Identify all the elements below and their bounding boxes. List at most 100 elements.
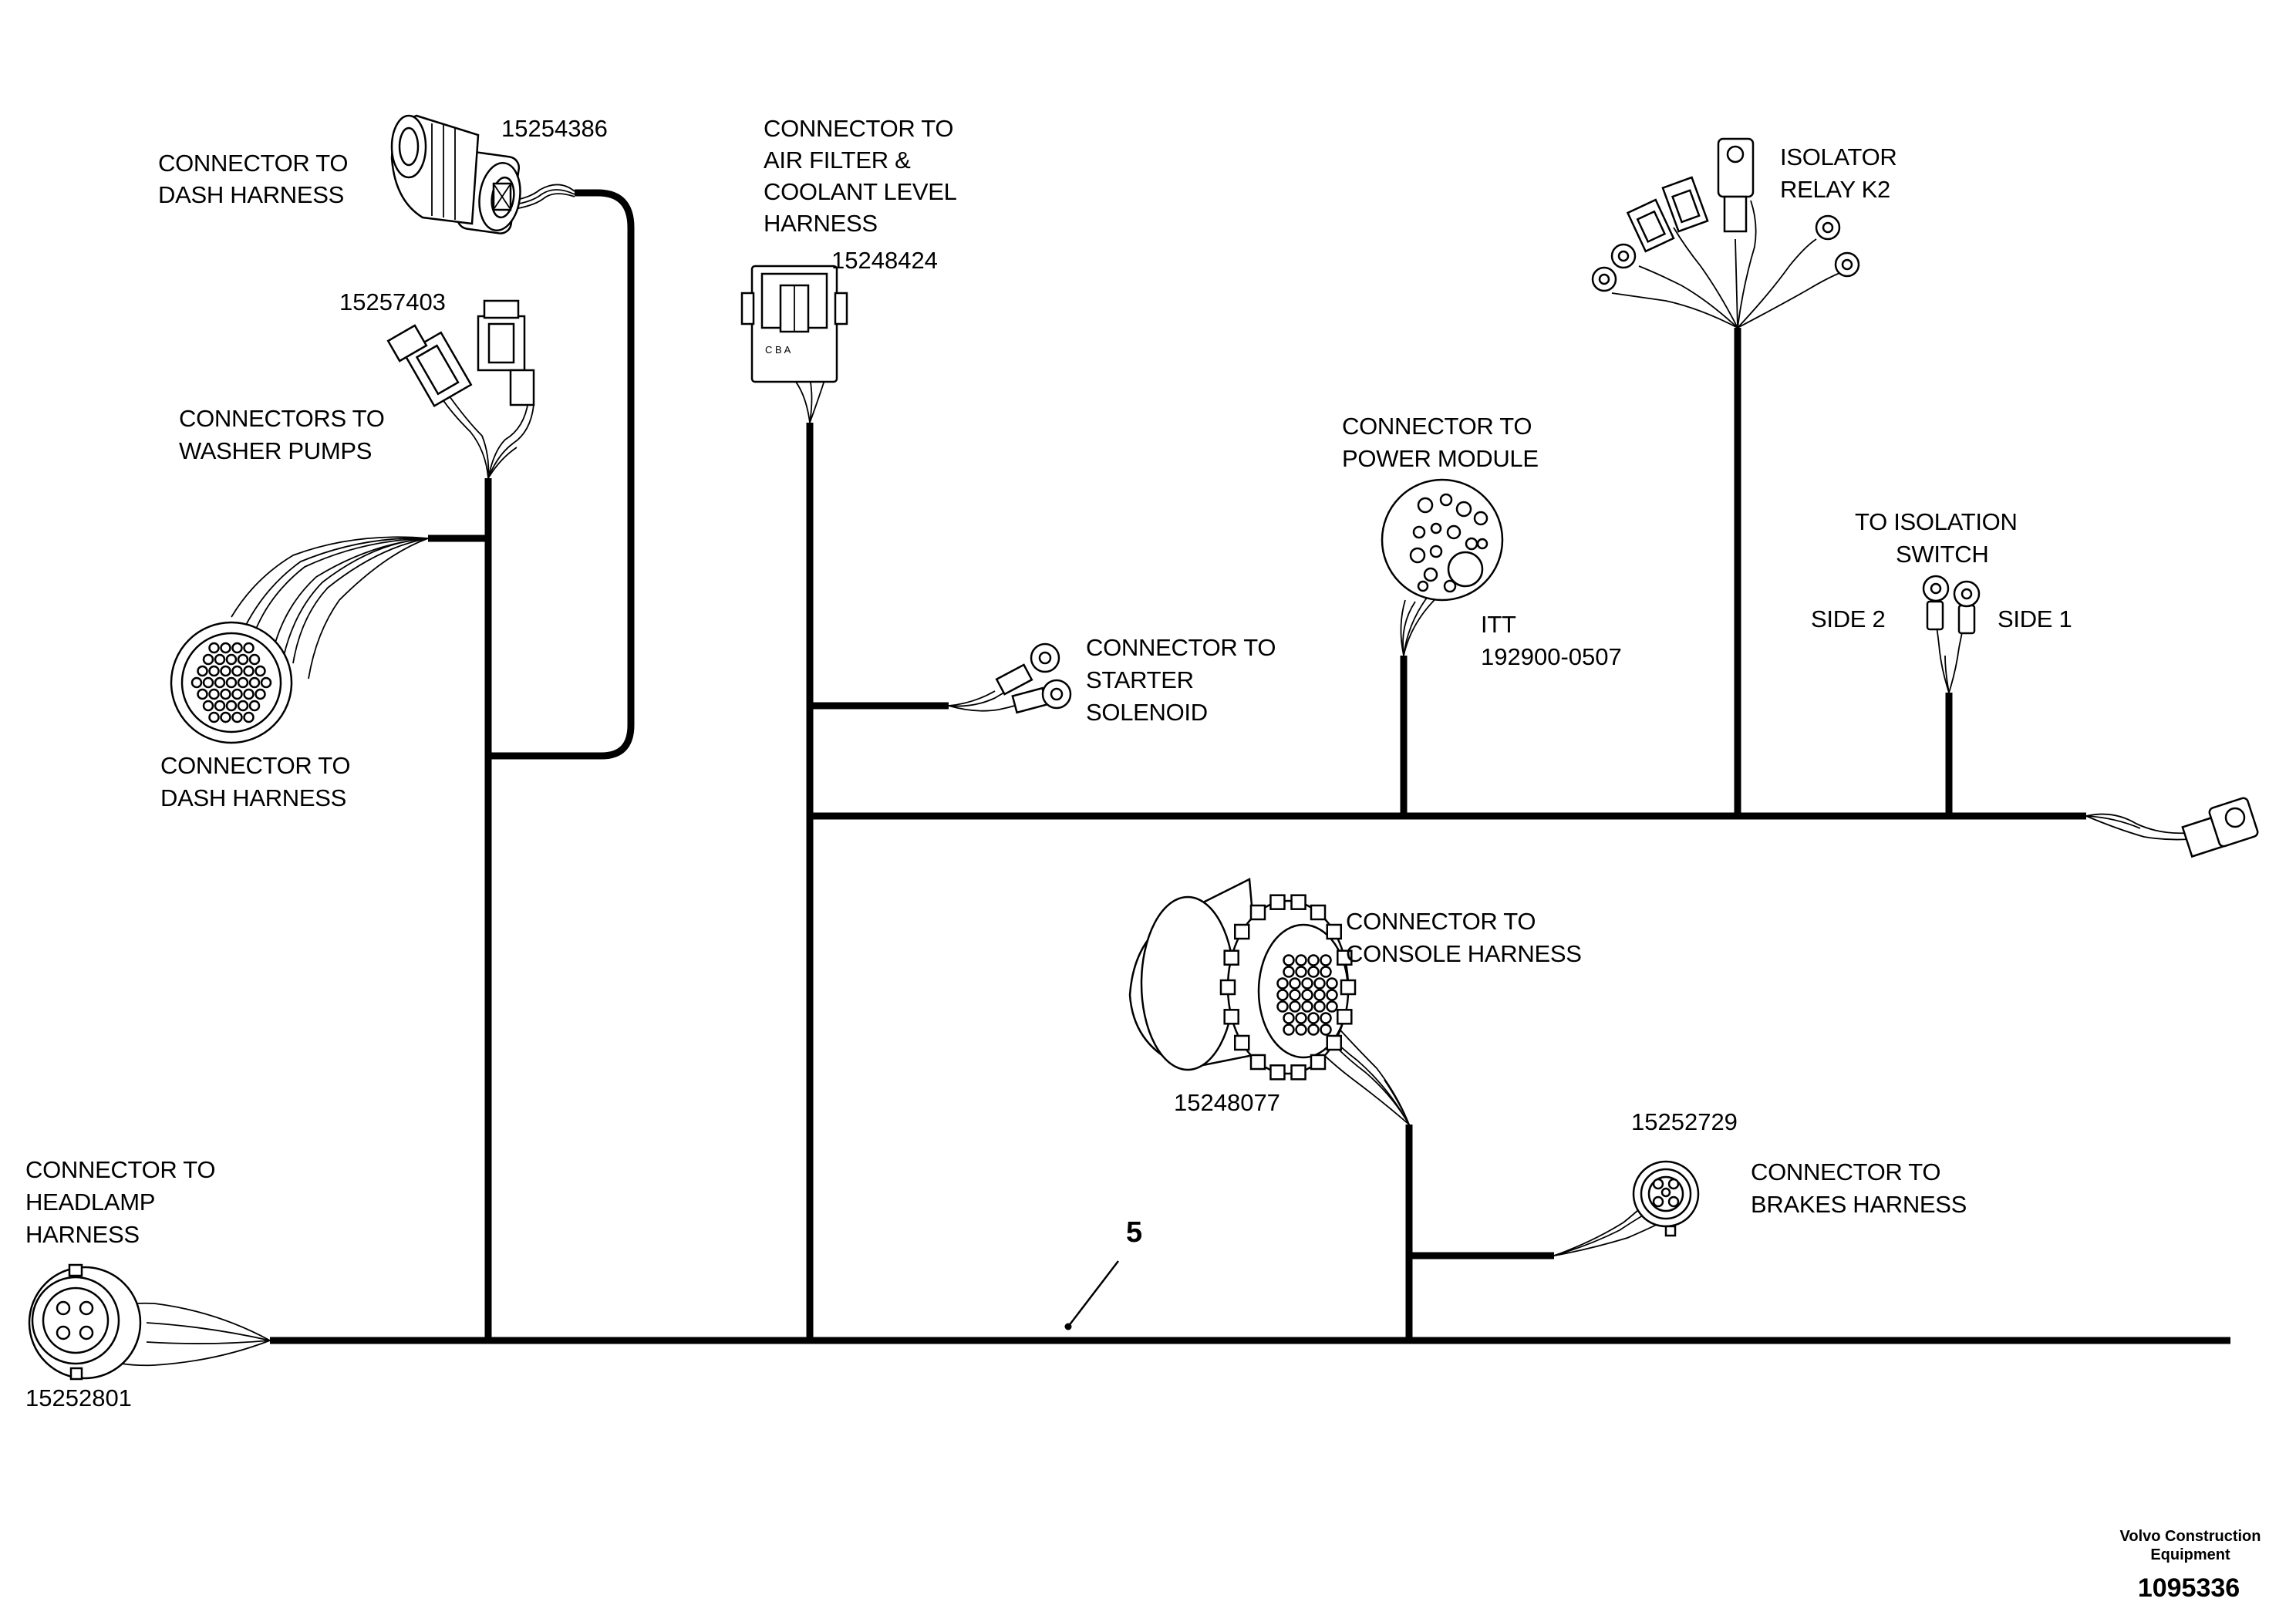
brakes-connector-icon xyxy=(1553,1160,1700,1256)
console-rib xyxy=(1223,949,1239,966)
console-pin xyxy=(1289,1000,1301,1013)
dash-pin xyxy=(237,653,249,666)
label-power-module-2: POWER MODULE xyxy=(1342,445,1539,472)
console-pin xyxy=(1320,1012,1332,1024)
console-rib xyxy=(1337,949,1353,966)
power-module-pin xyxy=(1409,547,1426,564)
console-rib xyxy=(1269,1064,1286,1081)
console-rib xyxy=(1326,1034,1343,1051)
console-rib xyxy=(1340,979,1357,996)
console-rib xyxy=(1290,1064,1306,1081)
washer-pump-connectors-icon xyxy=(386,299,535,479)
console-rib xyxy=(1223,1009,1239,1025)
console-connector-icon xyxy=(1128,878,1410,1125)
console-pin xyxy=(1276,989,1289,1001)
dash-pin xyxy=(248,653,261,666)
part-number-15248424: 15248424 xyxy=(831,247,938,274)
part-number-15257403: 15257403 xyxy=(339,288,446,315)
dash-pin xyxy=(197,688,208,700)
power-module-pin xyxy=(1476,538,1489,550)
console-pin xyxy=(1301,989,1313,1001)
label-starter-solenoid-2: STARTER xyxy=(1086,666,1194,693)
dash-pin xyxy=(231,642,243,654)
power-module-pin xyxy=(1417,580,1429,592)
console-rib xyxy=(1326,923,1343,940)
console-rib xyxy=(1310,1054,1327,1071)
isolator-relay-terminals-icon xyxy=(1591,137,1860,329)
console-pin xyxy=(1276,977,1289,990)
dash-pin xyxy=(220,642,231,654)
power-module-pin xyxy=(1439,493,1453,507)
console-connector-ribs xyxy=(1219,894,1357,1081)
part-number-15254386: 15254386 xyxy=(501,115,608,142)
dash-pin xyxy=(208,711,220,723)
label-console-harness-2: CONSOLE HARNESS xyxy=(1346,940,1582,967)
console-pin xyxy=(1307,966,1320,978)
dash-pin xyxy=(255,665,266,677)
console-pin xyxy=(1283,966,1295,978)
label-air-filter-1: CONNECTOR TO xyxy=(764,115,953,142)
label-washer-pumps-2: WASHER PUMPS xyxy=(179,437,372,464)
isolation-switch-terminals-icon xyxy=(1922,575,1981,693)
console-pin xyxy=(1295,966,1307,978)
label-dash-harness-bottom-1: CONNECTOR TO xyxy=(160,752,350,779)
dash-pin xyxy=(208,688,220,700)
dash-pin xyxy=(237,700,249,712)
dash-pin xyxy=(208,665,220,677)
dash-pin xyxy=(208,642,220,654)
right-end-terminal-icon xyxy=(2085,797,2259,858)
label-headlamp-harness-3: HARNESS xyxy=(25,1221,140,1248)
power-module-pin xyxy=(1447,551,1484,588)
power-module-pin xyxy=(1443,579,1457,593)
power-module-pin xyxy=(1417,497,1434,514)
console-pin xyxy=(1307,1012,1320,1024)
console-rib xyxy=(1249,904,1266,921)
console-rib xyxy=(1249,1054,1266,1071)
console-rib xyxy=(1219,979,1236,996)
power-module-pin xyxy=(1412,525,1426,539)
pin-letters: C B A xyxy=(765,344,791,356)
label-isolator-relay-1: ISOLATOR xyxy=(1780,143,1897,170)
label-dash-harness-top-2: DASH HARNESS xyxy=(158,181,344,208)
footer-company-2: Equipment xyxy=(2150,1546,2230,1563)
label-isolator-relay-2: RELAY K2 xyxy=(1780,176,1890,203)
callout-5: 5 xyxy=(1064,1216,1142,1330)
console-pin xyxy=(1313,977,1326,990)
console-pin xyxy=(1301,1000,1313,1013)
console-pin xyxy=(1326,989,1338,1001)
console-pin xyxy=(1307,954,1320,966)
dash-pin xyxy=(202,700,214,712)
label-brakes-harness-2: BRAKES HARNESS xyxy=(1751,1191,1967,1218)
headlamp-connector-icon xyxy=(28,1263,271,1381)
label-dash-harness-top-1: CONNECTOR TO xyxy=(158,150,348,177)
label-isolation-switch-1: TO ISOLATION xyxy=(1855,508,2018,535)
dash-pin xyxy=(243,665,255,677)
part-number-15252729: 15252729 xyxy=(1631,1108,1738,1135)
dash-pin xyxy=(214,653,226,666)
console-rib xyxy=(1233,1034,1250,1051)
dash-pin xyxy=(243,688,255,700)
dash-pin xyxy=(255,688,266,700)
console-pin xyxy=(1307,1023,1320,1036)
console-pin xyxy=(1320,966,1332,978)
label-starter-solenoid-3: SOLENOID xyxy=(1086,699,1208,726)
console-pin xyxy=(1283,954,1295,966)
console-rib xyxy=(1269,894,1286,910)
label-itt-1: ITT xyxy=(1481,611,1516,638)
dash-pin xyxy=(197,665,208,677)
label-power-module-1: CONNECTOR TO xyxy=(1342,413,1532,440)
console-pin xyxy=(1301,977,1313,990)
drawing-number: 1095336 xyxy=(2138,1573,2240,1603)
label-brakes-harness-1: CONNECTOR TO xyxy=(1751,1158,1940,1185)
dash-pin xyxy=(214,676,226,689)
console-rib xyxy=(1233,923,1250,940)
dash-pin xyxy=(190,676,203,689)
power-module-pin xyxy=(1446,524,1462,540)
console-pin xyxy=(1295,1012,1307,1024)
console-pin xyxy=(1320,954,1332,966)
label-air-filter-3: COOLANT LEVEL xyxy=(764,178,957,205)
label-air-filter-2: AIR FILTER & xyxy=(764,147,911,174)
dash-pin xyxy=(231,688,243,700)
dash-pin xyxy=(243,642,255,654)
